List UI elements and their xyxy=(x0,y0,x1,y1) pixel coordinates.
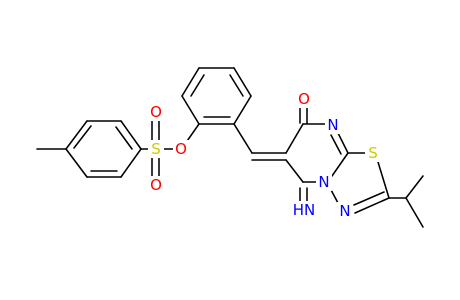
bond-isopropyl-down xyxy=(405,197,424,228)
atom-label-imine-hn: HN xyxy=(293,201,316,219)
bond-aryl-methine xyxy=(233,123,253,154)
bond-c8a-n-bridge xyxy=(331,152,349,177)
atom-label-n-ring-top: N xyxy=(327,116,338,134)
bond-isopropyl-up xyxy=(405,175,424,199)
label-background-o-sulfonyl-bottom xyxy=(148,176,164,194)
bond-tolyl-3 xyxy=(120,120,142,150)
atom-label-s-sulfonyl: S xyxy=(151,140,161,158)
bond-tolyl-4 xyxy=(120,148,142,178)
label-background-s-sulfonyl xyxy=(148,140,164,158)
atom-label-o-ester: O xyxy=(175,140,187,158)
bond-phenyl-2 xyxy=(181,67,200,97)
label-background-imine-hn xyxy=(290,201,320,220)
bond-layer xyxy=(36,67,424,228)
bond-tolyl-inner-2 xyxy=(115,126,133,150)
bond-s-c2 xyxy=(377,161,390,199)
atom-label-layer: O N S O S O O N HN N xyxy=(148,90,381,220)
atom-label-o-sulfonyl-top: O xyxy=(150,103,162,121)
label-background-n-bridge xyxy=(316,173,332,191)
bond-c5-c6 xyxy=(285,159,304,183)
label-background-n-ring-bottom xyxy=(337,202,353,220)
atom-label-o-sulfonyl-bottom: O xyxy=(150,176,162,194)
atom-label-o-carbonyl: O xyxy=(298,90,310,108)
bond-c2-n3-a xyxy=(354,197,390,214)
bond-tolyl-6 xyxy=(65,148,88,178)
atom-label-n-bridge: N xyxy=(318,173,329,191)
label-background-o-ester xyxy=(173,140,189,158)
bond-n-top-c8a-a xyxy=(336,130,349,154)
label-background-s-thiadiazole xyxy=(365,144,381,162)
bond-tolyl-1 xyxy=(65,120,88,150)
label-background-n-ring-top xyxy=(325,116,341,134)
bond-phenyl-inner-2 xyxy=(229,74,244,97)
bond-tolyl-inner-1 xyxy=(73,125,92,149)
bond-pyrimidine-c6-c7 xyxy=(285,123,304,154)
bond-c2-n3-b xyxy=(353,191,385,206)
bond-phenyl-1 xyxy=(181,95,200,125)
label-background-o-sulfonyl-top xyxy=(148,103,164,121)
label-background-o-carbonyl xyxy=(296,90,312,108)
bond-phenyl-5 xyxy=(233,95,252,125)
atom-label-s-thiadiazole: S xyxy=(368,144,378,162)
bond-n-top-c8a-b xyxy=(330,134,342,155)
bond-phenyl-inner-1 xyxy=(190,74,205,97)
atom-label-n-ring-bottom: N xyxy=(339,202,350,220)
bond-phenyl-4 xyxy=(233,67,252,97)
